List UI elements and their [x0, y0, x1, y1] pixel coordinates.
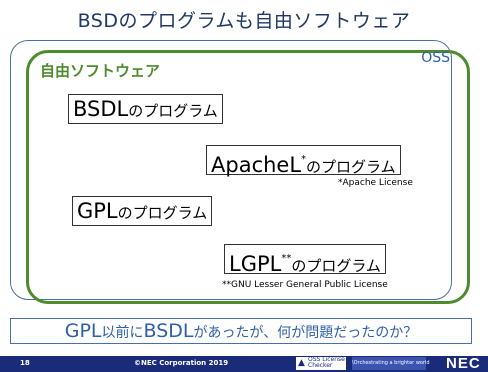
- license-name: BSDL: [73, 97, 129, 121]
- footnote-mark: **: [281, 253, 292, 264]
- license-name: LGPL: [229, 252, 282, 276]
- apache-footnote: *Apache License: [338, 178, 413, 188]
- license-name: GPL: [77, 199, 118, 223]
- question-bsdl: BSDL: [143, 320, 194, 342]
- page-number: 18: [20, 359, 30, 367]
- bsdl-program-box: BSDLのプログラム: [68, 94, 223, 124]
- shield-icon: ▲: [298, 358, 305, 368]
- question-box: GPL以前にBSDLがあったが、何が問題だったのか？: [10, 318, 472, 344]
- question-text: があったが、何が問題だったのか？: [193, 325, 418, 341]
- footnote-mark: *: [301, 154, 307, 165]
- nec-logo: NEC: [446, 355, 481, 372]
- question-text: 以前に: [101, 325, 144, 341]
- license-suffix: のプログラム: [306, 158, 396, 176]
- lgpl-footnote: **GNU Lesser General Public License: [222, 280, 388, 290]
- gpl-program-box: GPLのプログラム: [72, 196, 213, 226]
- slide-title: BSDのプログラムも自由ソフトウェア: [77, 10, 411, 32]
- oss-label: OSS: [421, 50, 450, 66]
- lgpl-program-box: LGPL**のプログラム: [224, 244, 386, 276]
- brand-tagline: \Orchestrating a brighter world: [352, 357, 430, 370]
- question-gpl: GPL: [64, 320, 102, 342]
- license-suffix: のプログラム: [128, 102, 218, 120]
- free-software-label: 自由ソフトウェア: [40, 62, 161, 80]
- apache-program-box: ApacheL*のプログラム: [206, 145, 401, 177]
- copyright: ©NEC Corporation 2019: [134, 359, 229, 367]
- license-suffix: のプログラム: [291, 257, 381, 275]
- oss-boundary: [10, 40, 452, 300]
- footer-bar: 18 ©NEC Corporation 2019 ▲ OSS License C…: [0, 355, 488, 372]
- license-name: ApacheL: [211, 153, 302, 177]
- oss-license-checker-logo: ▲ OSS License Checker: [296, 357, 346, 370]
- license-suffix: のプログラム: [117, 204, 208, 222]
- oss-logo-text: OSS License Checker: [308, 356, 345, 369]
- free-software-boundary: [26, 50, 470, 304]
